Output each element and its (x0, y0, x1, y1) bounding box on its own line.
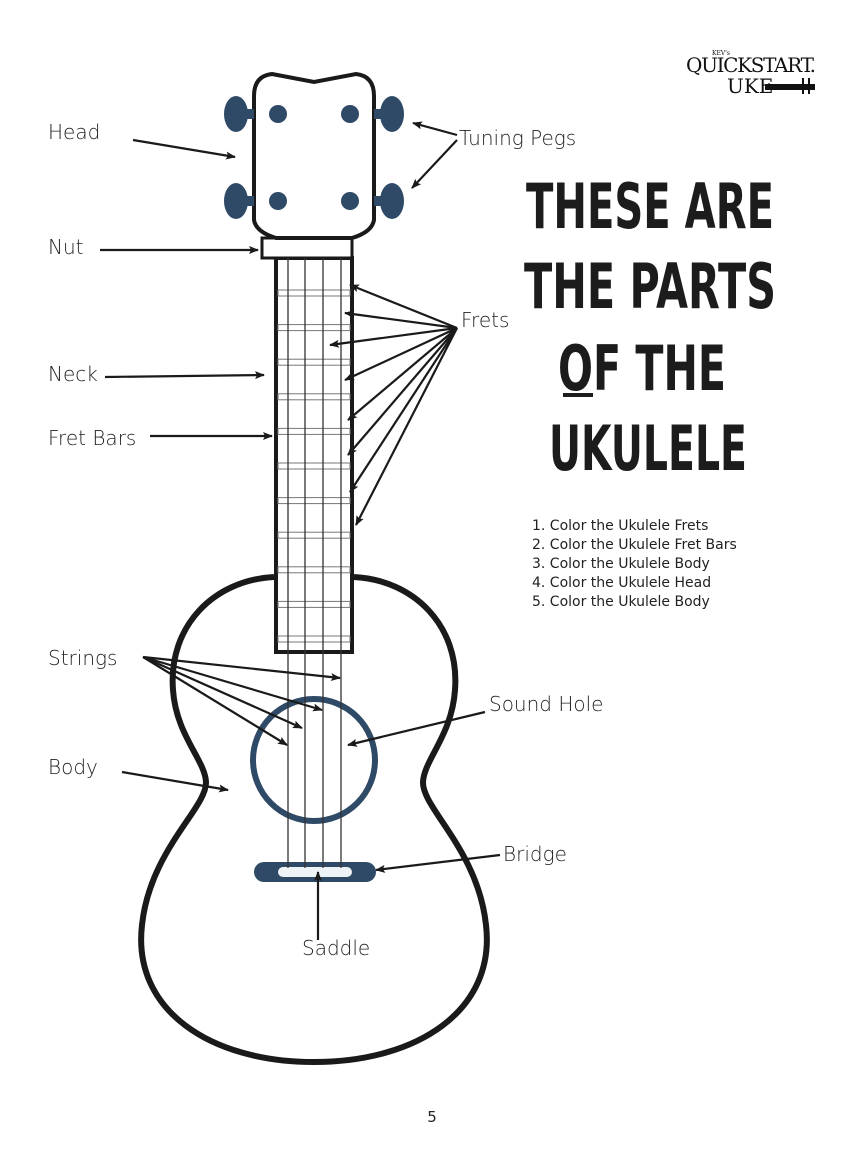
fret-bar (277, 566, 351, 574)
pointer-arrow (412, 121, 458, 137)
instruction-item: 3. Color the Ukulele Body (532, 556, 710, 572)
fret-bar (277, 600, 351, 608)
pointer-arrow (142, 656, 288, 746)
fret-bar (277, 462, 351, 470)
logo-fret-mark (808, 78, 810, 94)
logo-fret-mark (802, 78, 804, 94)
pointer-arrow (132, 138, 236, 160)
label-body: Body (48, 755, 98, 779)
strings (287, 258, 342, 868)
logo-quickstart: QUICKSTART. (686, 53, 816, 77)
ukulele-body (138, 574, 490, 1066)
peg-post (269, 192, 287, 210)
headstock (252, 71, 376, 240)
pointer-arrow (375, 853, 501, 873)
fret-bars (277, 289, 351, 643)
nut (260, 236, 354, 260)
label-nut: Nut (48, 235, 83, 259)
peg-shaft (244, 196, 254, 206)
fret-bar (277, 531, 351, 539)
pointer-arrow (349, 327, 458, 493)
peg-shaft (374, 109, 384, 119)
tuning-peg (380, 183, 404, 219)
label-saddle: Saddle (302, 936, 370, 960)
label-strings: Strings (48, 646, 117, 670)
peg-post (341, 192, 359, 210)
tuning-peg (380, 96, 404, 132)
logo-neck-bar (765, 84, 815, 90)
pointer-arrow (347, 327, 458, 421)
pointer-arrow (347, 327, 458, 456)
pointer-arrow (104, 371, 265, 380)
title-underline (563, 393, 593, 397)
peg-shaft (244, 109, 254, 119)
instruction-item: 1. Color the Ukulele Frets (532, 518, 708, 534)
label-sound-hole: Sound Hole (489, 692, 603, 716)
pointer-arrow (329, 326, 458, 348)
peg-shaft (374, 196, 384, 206)
page-title: THESE ARE THE PARTS OF THE UKULELE (524, 170, 776, 485)
tuning-pegs (224, 96, 404, 219)
label-neck: Neck (48, 362, 98, 386)
fret-bar (277, 635, 351, 643)
label-bridge: Bridge (503, 842, 567, 866)
pointer-arrow (142, 655, 303, 730)
pointer-arrow (121, 770, 229, 793)
title-line: OF THE (558, 332, 726, 405)
fret-bar (277, 324, 351, 332)
fret-bar (277, 497, 351, 505)
pointer-arrow (142, 655, 323, 712)
pointer-arrow (349, 283, 458, 330)
label-head: Head (48, 120, 100, 144)
logo: KEV's QUICKSTART. UKE (686, 50, 816, 98)
pointer-arrow (344, 310, 458, 330)
pointer-arrow (411, 139, 458, 189)
label-frets: Frets (461, 308, 509, 332)
title-line: THESE ARE (526, 170, 774, 243)
saddle (278, 867, 352, 877)
fret-bar (277, 358, 351, 366)
instructions-list: 1. Color the Ukulele Frets 2. Color the … (532, 518, 737, 610)
label-fret-bars: Fret Bars (48, 426, 136, 450)
title-line: THE PARTS (524, 250, 776, 323)
instruction-item: 4. Color the Ukulele Head (532, 575, 711, 591)
title-line: UKULELE (549, 412, 747, 485)
logo-kevs: KEV's (712, 50, 730, 57)
peg-post (341, 105, 359, 123)
arrows (100, 121, 501, 940)
pointer-arrow (347, 710, 486, 747)
pointer-arrow (142, 655, 341, 682)
tuning-peg (224, 96, 248, 132)
instruction-item: 2. Color the Ukulele Fret Bars (532, 537, 737, 553)
instruction-item: 5. Color the Ukulele Body (532, 594, 710, 610)
page-number: 5 (427, 1108, 437, 1126)
sound-hole (250, 696, 378, 824)
fret-bar (277, 289, 351, 297)
peg-post (269, 105, 287, 123)
pointer-arrow (344, 327, 458, 381)
pointer-arrow (355, 327, 458, 526)
fret-bar (277, 393, 351, 401)
label-tuning-pegs: Tuning Pegs (459, 126, 576, 150)
fret-bar (277, 427, 351, 435)
tuning-peg (224, 183, 248, 219)
